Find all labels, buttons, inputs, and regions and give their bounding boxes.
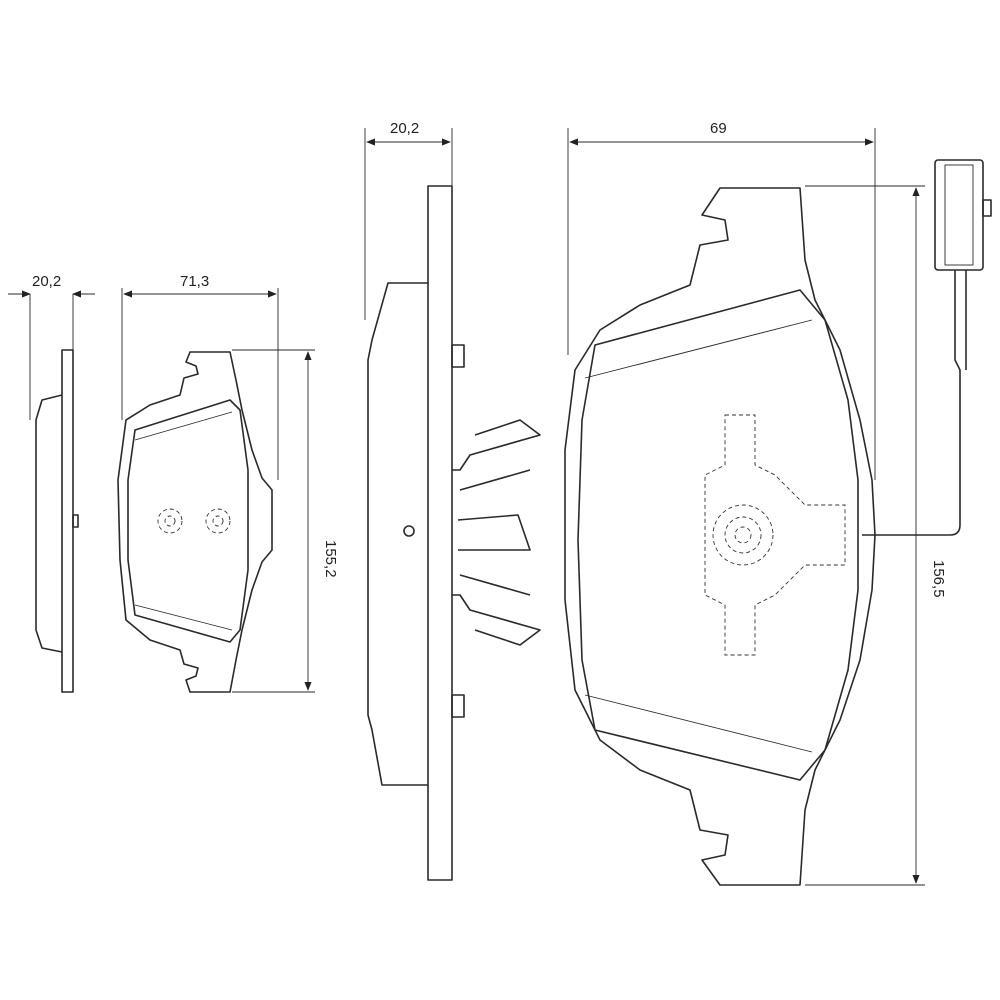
dim-large-width: 69	[710, 120, 727, 137]
small-pad-side-view: 20,2	[8, 273, 95, 693]
dim-small-thickness: 20,2	[32, 273, 61, 290]
dim-large-height: 156,5	[930, 560, 947, 598]
large-pad-front-view: 69 156,5	[564, 120, 992, 886]
dim-small-height: 155,2	[322, 540, 339, 578]
dim-large-thickness: 20,2	[390, 120, 419, 137]
large-pad-side-view: 20,2	[364, 120, 541, 881]
dim-small-width: 71,3	[180, 273, 209, 290]
small-pad-front-view: 71,3 155,2	[117, 273, 339, 693]
